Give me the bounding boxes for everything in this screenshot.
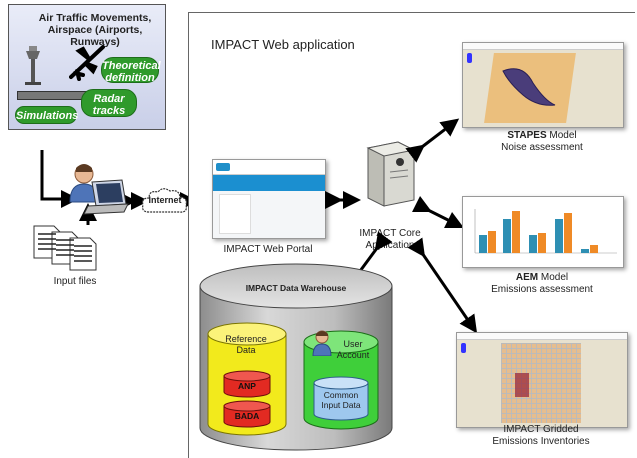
gridded-line1: IMPACT Gridded: [503, 424, 579, 435]
internet-cloud: Internet: [141, 186, 189, 216]
common-input-cylinder: [313, 376, 369, 421]
internet-label: Internet: [148, 195, 182, 205]
core-gridded-arrow: [407, 237, 478, 334]
app-title: IMPACT Web application: [211, 37, 355, 52]
aem-line2: Emissions assessment: [491, 284, 593, 295]
airplane-icon: [69, 45, 105, 81]
airport-tower-icon: [25, 46, 41, 85]
stapes-line2: Noise assessment: [501, 142, 583, 153]
cloud-icon: [142, 188, 187, 213]
portal-form: [219, 194, 251, 234]
radar-label: Radar tracks: [92, 93, 126, 117]
stapes-caption: STAPES Model Noise assessment: [462, 130, 622, 154]
gridded-caption: IMPACT Gridded Emissions Inventories: [456, 424, 626, 448]
gridded-emission-grid: [501, 343, 581, 423]
portal-header: [213, 160, 325, 175]
stapes-noise-contour: [502, 68, 556, 106]
theoretical-definition-pill: Theoretical definition: [101, 57, 161, 84]
aem-chart-screenshot: [462, 196, 624, 268]
air-traffic-panel: Air Traffic Movements, Airspace (Airport…: [8, 4, 166, 130]
aem-caption: AEM Model Emissions assessment: [462, 272, 622, 296]
atm-title: Air Traffic Movements, Airspace (Airport…: [38, 12, 152, 48]
simulations-pill: Simulations: [15, 106, 79, 124]
aem-name: AEM: [515, 272, 539, 283]
anp-label: ANP: [238, 381, 256, 391]
user-laptop-icon: [69, 164, 129, 215]
gridded-line2: Emissions Inventories: [492, 436, 590, 447]
stapes-name: STAPES: [507, 130, 547, 141]
server-icon: [366, 141, 416, 207]
theoretical-label: Theoretical definition: [102, 60, 161, 84]
anp-cylinder: [223, 370, 271, 398]
web-portal-screenshot: [212, 159, 326, 239]
stapes-map-screenshot: [462, 42, 624, 128]
stapes-suffix: Model: [549, 130, 577, 141]
core-aem-arrow: [411, 195, 465, 229]
user-account-label: User Account: [336, 339, 370, 360]
gridded-map-screenshot: [456, 332, 628, 428]
reference-data-label: Reference Data: [225, 334, 267, 355]
simulations-label: Simulations: [16, 110, 79, 122]
warehouse-title: IMPACT Data Warehouse: [245, 283, 347, 293]
input-files-label: Input files: [53, 276, 97, 287]
user-icon: [312, 330, 332, 356]
radar-tracks-pill: Radar tracks: [81, 89, 137, 117]
common-input-label: Common Input Data: [321, 390, 361, 410]
portal-banner: [213, 175, 325, 191]
atm-to-laptop-connector: [40, 150, 79, 208]
core-stapes-arrow: [405, 118, 460, 163]
aem-bar-chart: [474, 209, 617, 254]
document-stack-icon: [33, 225, 97, 271]
bada-cylinder: [223, 400, 271, 428]
portal-label: IMPACT Web Portal: [223, 244, 313, 255]
aem-suffix: Model: [540, 272, 569, 283]
bada-label: BADA: [234, 411, 260, 421]
